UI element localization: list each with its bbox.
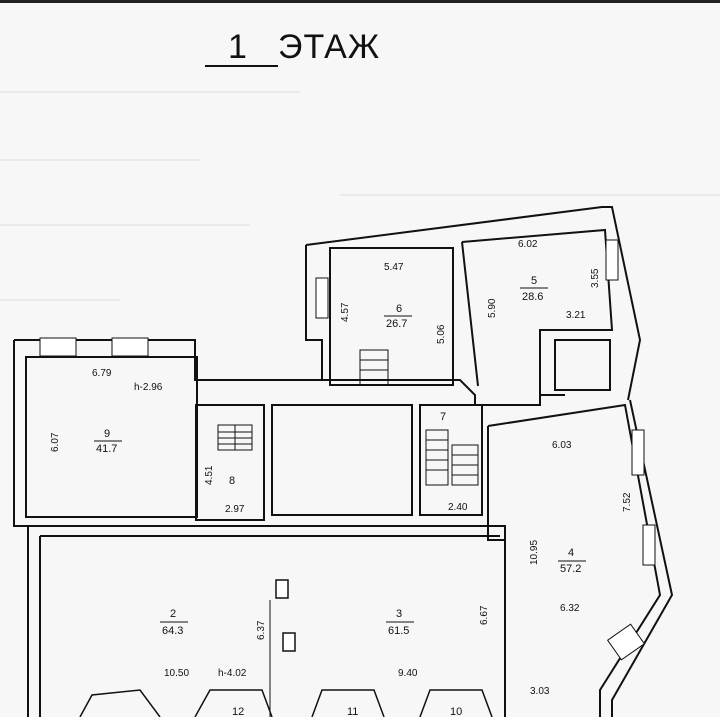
dim-6-02: 6.02 <box>518 239 538 250</box>
stairs <box>217 349 479 486</box>
dim-3-55: 3.55 <box>590 268 601 288</box>
walls <box>13 206 674 717</box>
room-2-area: 64.3 <box>162 625 183 637</box>
dim-10-50: 10.50 <box>164 668 189 679</box>
room-12-number: 12 <box>232 706 244 717</box>
columns <box>275 579 296 652</box>
room-5-number: 5 <box>531 275 537 287</box>
dim-9-40: 9.40 <box>398 668 418 679</box>
room-7-number: 7 <box>440 411 446 423</box>
room-10-number: 10 <box>450 706 462 717</box>
room-5-area: 28.6 <box>522 291 543 303</box>
dim-2-40: 2.40 <box>448 502 468 513</box>
dim-3-03: 3.03 <box>530 686 550 697</box>
dim-5-47: 5.47 <box>384 262 404 273</box>
dim-6-37: 6.37 <box>256 620 267 640</box>
room-8-number: 8 <box>229 475 235 487</box>
dim-h-4-02: h-4.02 <box>218 668 247 679</box>
room-3-number: 3 <box>396 608 402 620</box>
dim-h-2-96: h-2.96 <box>134 382 163 393</box>
floor-number: 1 <box>228 28 248 66</box>
room-6-number: 6 <box>396 303 402 315</box>
dim-2-97: 2.97 <box>225 504 245 515</box>
dim-6-79: 6.79 <box>92 368 112 379</box>
dim-6-32: 6.32 <box>560 603 580 614</box>
floor-label: ЭТАЖ <box>278 28 380 66</box>
dim-6-67: 6.67 <box>479 605 490 625</box>
room-6-area: 26.7 <box>386 318 407 330</box>
room-9-number: 9 <box>104 428 110 440</box>
dim-3-21: 3.21 <box>566 310 586 321</box>
background-texture <box>0 91 720 301</box>
windows <box>39 239 656 661</box>
dim-7-52: 7.52 <box>622 492 633 512</box>
room-4-area: 57.2 <box>560 563 581 575</box>
room-2-number: 2 <box>170 608 176 620</box>
room-4-number: 4 <box>568 547 574 559</box>
dim-4-51: 4.51 <box>204 465 215 485</box>
bays <box>79 689 493 717</box>
dim-5-90: 5.90 <box>487 298 498 318</box>
floor-title: 1 ЭТАЖ <box>205 28 380 67</box>
dim-5-06: 5.06 <box>436 324 447 344</box>
dimensions: 5.47 4.57 5.06 6.02 5.90 3.55 3.21 6.79 … <box>50 239 633 697</box>
dim-6-03: 6.03 <box>552 440 572 451</box>
room-labels: 6 26.7 5 28.6 9 41.7 8 7 4 57.2 2 64.3 3… <box>94 275 586 717</box>
room-3-area: 61.5 <box>388 625 409 637</box>
room-9-area: 41.7 <box>96 443 117 455</box>
room-11-number: 11 <box>347 706 358 717</box>
dim-6-07: 6.07 <box>50 432 61 452</box>
dim-4-57: 4.57 <box>340 302 351 322</box>
dim-10-95: 10.95 <box>529 540 540 565</box>
